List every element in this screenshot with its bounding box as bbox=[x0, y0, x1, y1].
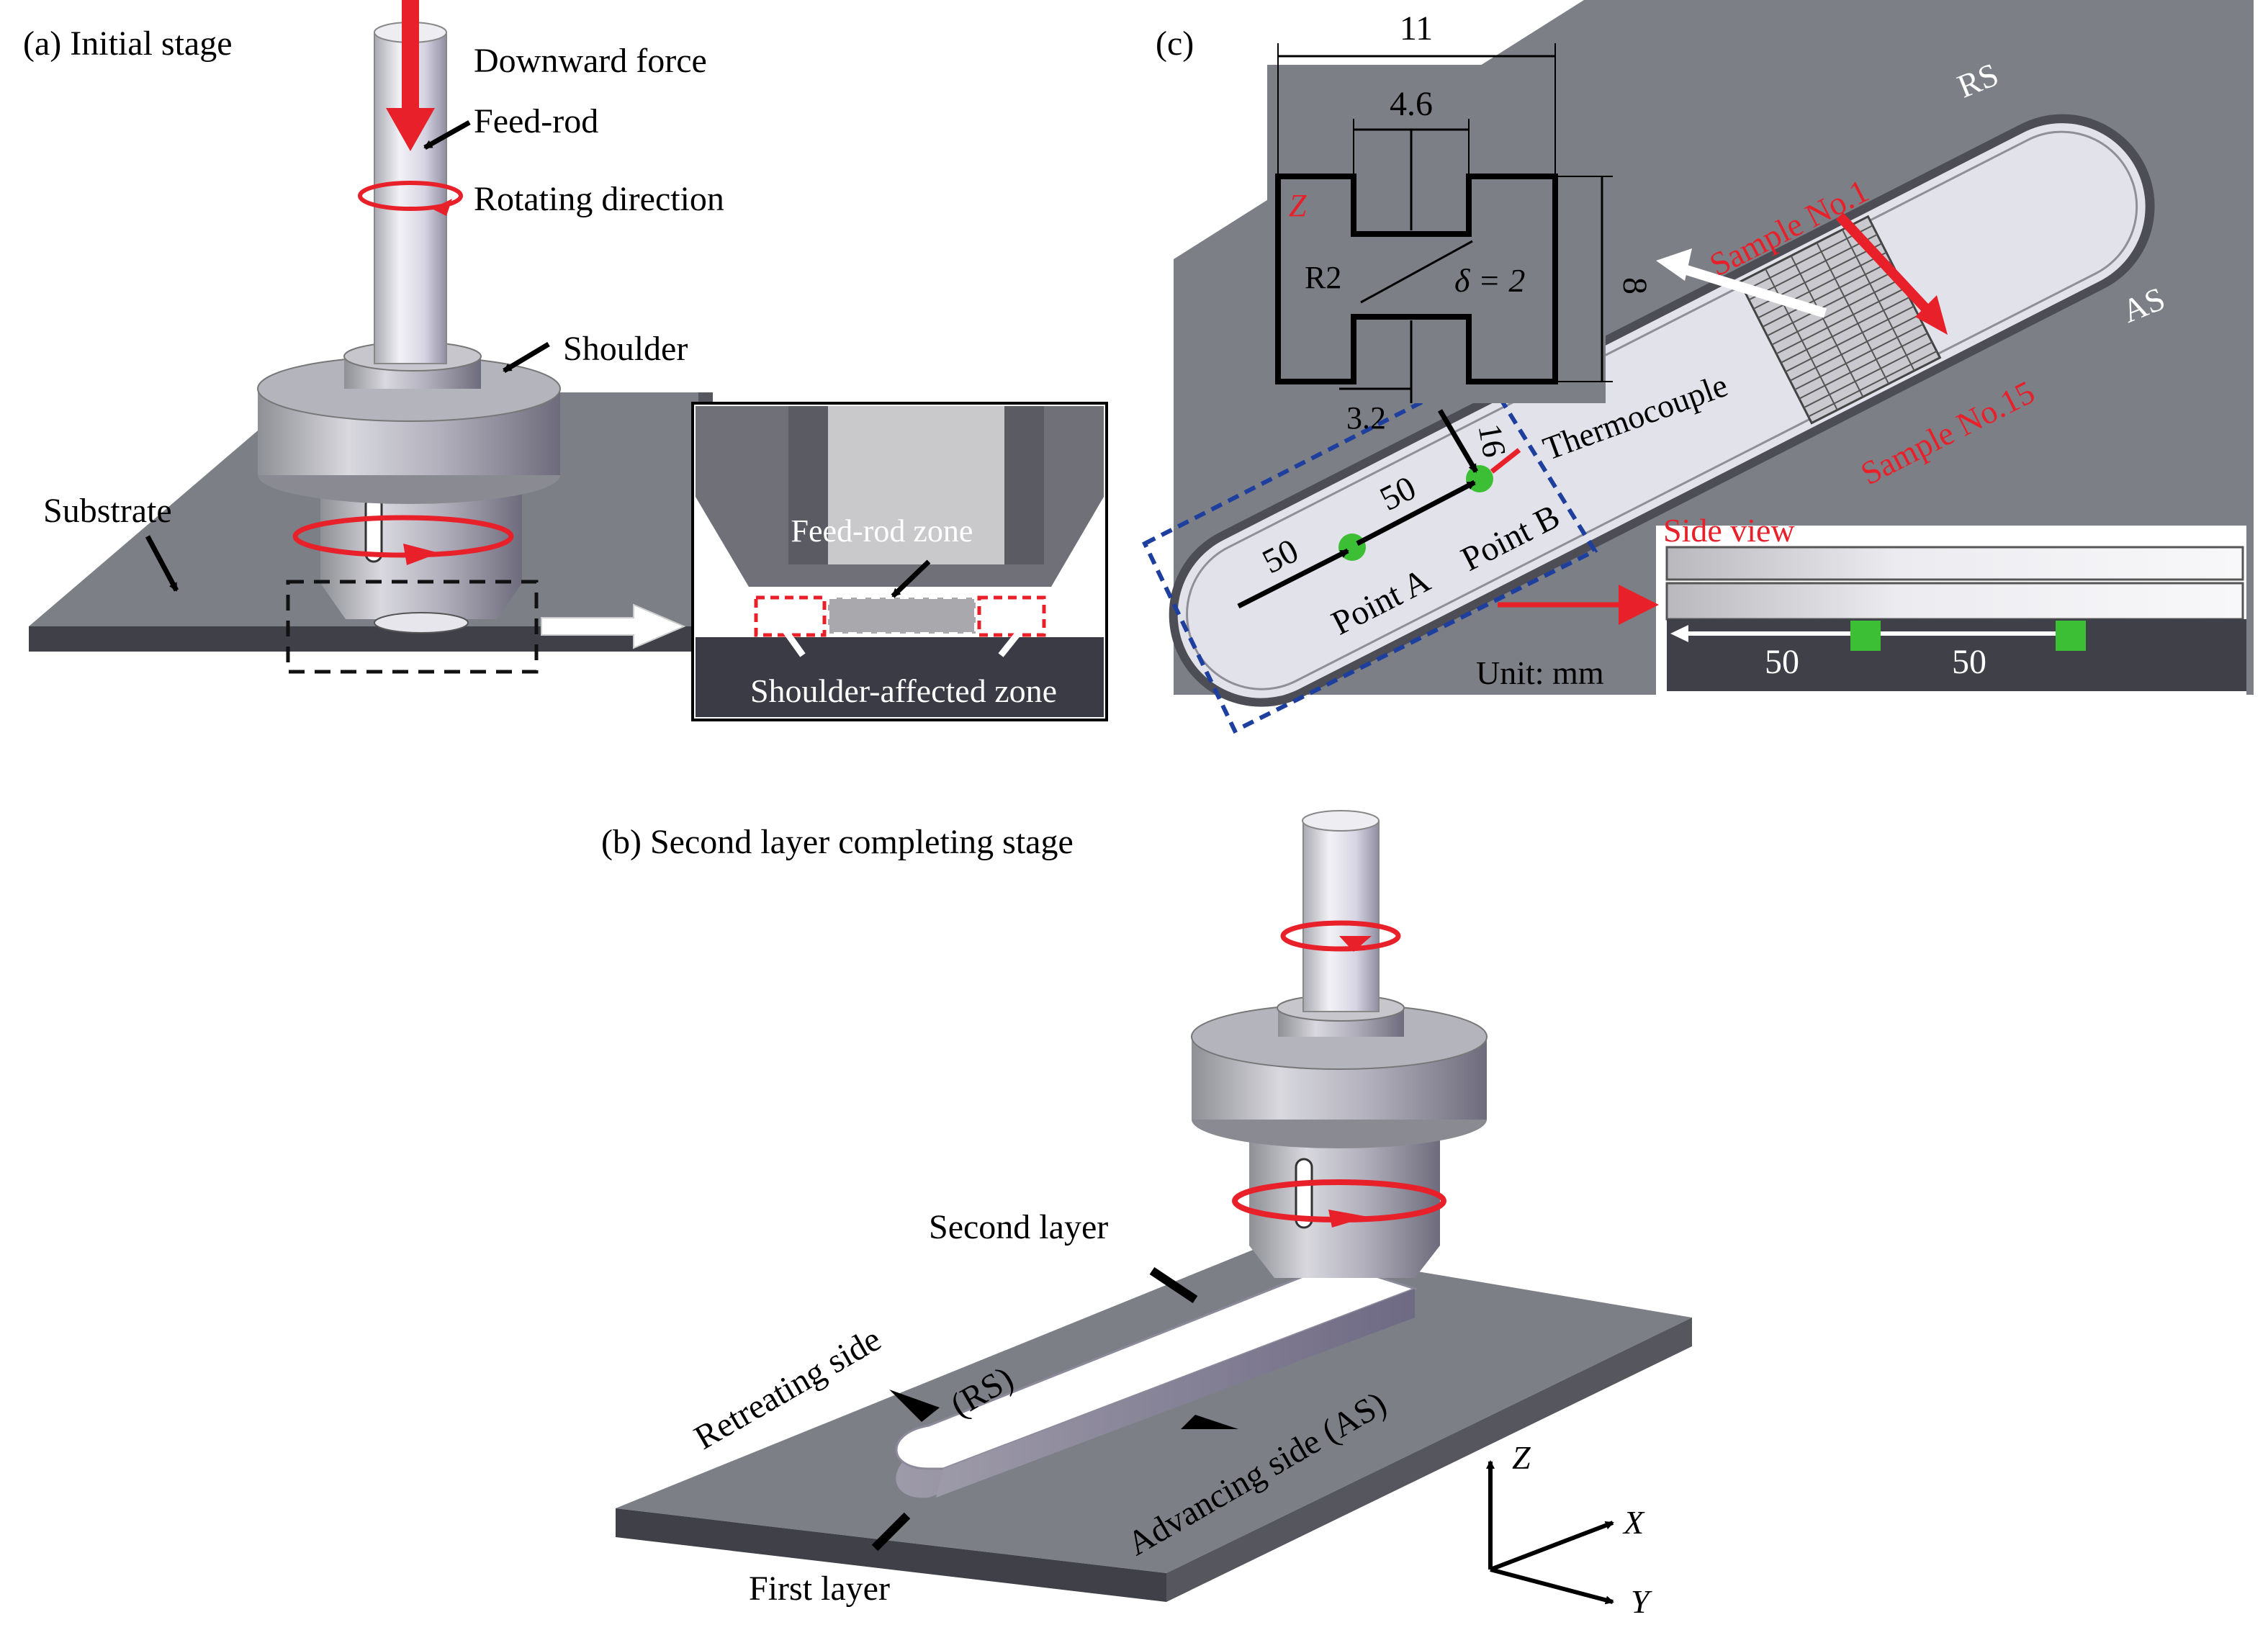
dim-offset: 16 bbox=[1472, 421, 1513, 460]
rod-rotation-arrowhead bbox=[432, 199, 452, 216]
pointer-shoulder bbox=[503, 341, 550, 374]
b-feed-rod bbox=[1302, 820, 1380, 1012]
panel-c-title: (c) bbox=[1156, 24, 1194, 63]
pointer-feed-rod bbox=[423, 120, 471, 150]
side-point-b-marker bbox=[2056, 621, 2086, 651]
inset-substrate bbox=[696, 637, 1104, 717]
side-view-substrate bbox=[1667, 619, 2246, 691]
side-dim-b-label: 50 bbox=[1952, 643, 1986, 681]
inset-shoulder-zone-left bbox=[754, 595, 827, 637]
point-b-marker bbox=[1466, 465, 1493, 492]
pointer-shoulder-zone-left bbox=[782, 628, 806, 657]
panel-c: (c) bbox=[1142, 0, 2254, 734]
b-feed-rod-top bbox=[1302, 810, 1380, 832]
label-shoulder-affected-zone: Shoulder-affected zone bbox=[750, 672, 1057, 709]
label-second-layer: Second layer bbox=[929, 1208, 1108, 1246]
sample-direction-arrow bbox=[1835, 212, 1941, 324]
inset-shoulder-zone-right bbox=[977, 595, 1046, 637]
dim-height: 8 bbox=[1616, 277, 1654, 294]
inset-rod-shadow-right bbox=[1004, 406, 1044, 564]
b-rod-rotation-icon bbox=[1280, 920, 1401, 952]
b-tip-cone bbox=[1249, 1246, 1440, 1278]
pointer-substrate bbox=[145, 535, 179, 592]
downward-force-arrow bbox=[386, 0, 435, 151]
panel-b-substrate-right bbox=[1166, 1318, 1692, 1602]
inset-feed-rod-zone bbox=[827, 596, 977, 635]
pointer-as bbox=[1181, 1415, 1238, 1429]
substrate-plate-front bbox=[29, 626, 698, 652]
zoom-region-box bbox=[286, 580, 539, 674]
point-a-marker bbox=[1338, 533, 1366, 561]
dim-radius-leader bbox=[1360, 240, 1473, 304]
label-shoulder: Shoulder bbox=[563, 330, 688, 368]
sample-slices bbox=[1744, 225, 1938, 418]
axes-icon: Z X Y bbox=[1486, 1439, 1652, 1620]
b-sleeve-slot bbox=[1295, 1158, 1313, 1229]
dim-line-offset bbox=[1437, 409, 1479, 473]
label-feed-rod-zone: Feed-rod zone bbox=[791, 513, 973, 549]
tool-tip-cone bbox=[320, 583, 522, 619]
dim-thickness: δ = 2 bbox=[1454, 262, 1525, 299]
sleeve-rotation-icon bbox=[292, 515, 514, 558]
pointer-rs bbox=[889, 1390, 940, 1422]
label-first-layer: First layer bbox=[749, 1570, 890, 1608]
track-inner bbox=[1177, 123, 2146, 698]
dim-width: 11 bbox=[1400, 9, 1433, 48]
panel-a: (a) Initial stage Downward force Feed-ro… bbox=[23, 0, 1108, 721]
side-dim-a-arrowhead bbox=[1670, 625, 1688, 642]
pointer-second-layer bbox=[1149, 1267, 1198, 1303]
axis-y-label: Y bbox=[1631, 1583, 1652, 1620]
dim-z: Z bbox=[1289, 188, 1307, 223]
inset-rod-shadow bbox=[788, 406, 828, 564]
dim-radius: R2 bbox=[1305, 260, 1341, 295]
panel-b: (b) Second layer completing stage Second… bbox=[601, 810, 1692, 1620]
axis-x bbox=[1489, 1521, 1614, 1572]
sample-columns bbox=[1765, 229, 1915, 410]
layer-side-wall bbox=[936, 1289, 1415, 1498]
side-view-layer-top bbox=[1665, 546, 2244, 581]
pointer-first-layer bbox=[871, 1512, 911, 1552]
axis-x-label: X bbox=[1622, 1504, 1645, 1541]
zoom-inset: Feed-rod zone Shoulder-affected zone bbox=[691, 402, 1108, 721]
b-rod-rotation-arrowhead bbox=[1339, 936, 1372, 952]
dim-line-b bbox=[1356, 479, 1476, 546]
thermocouple-pointer bbox=[1490, 448, 1521, 474]
pointer-shoulder-zone-right bbox=[998, 628, 1024, 657]
label-substrate: Substrate bbox=[43, 492, 172, 530]
pointer-feed-rod-zone bbox=[891, 559, 931, 598]
sleeve-rotation-arrowhead bbox=[403, 544, 439, 565]
cross-section-arrowhead bbox=[1656, 248, 1692, 281]
label-unit: Unit: mm bbox=[1476, 654, 1604, 691]
panel-b-substrate-front bbox=[616, 1508, 1166, 1602]
axis-z-label: Z bbox=[1512, 1439, 1531, 1476]
rod-rotation-icon bbox=[358, 181, 463, 211]
label-feed-rod: Feed-rod bbox=[474, 102, 598, 140]
axis-y bbox=[1490, 1567, 1614, 1605]
inset-feed-rod bbox=[828, 406, 1004, 564]
label-rotating-direction: Rotating direction bbox=[474, 180, 724, 218]
second-layer bbox=[895, 1262, 1418, 1470]
cross-section-arrow bbox=[1668, 260, 1827, 318]
side-view: Side view 50 50 bbox=[1498, 512, 2246, 695]
thermocouple-region-box bbox=[1142, 368, 1598, 734]
dim-bottom: 3.2 bbox=[1346, 400, 1386, 436]
zoom-arrow bbox=[541, 603, 686, 649]
label-side-view: Side view bbox=[1663, 512, 1795, 549]
cross-section: 11 4.6 R2 δ = 2 8 3.2 Z bbox=[1267, 9, 1654, 436]
dim-line-a bbox=[1237, 548, 1349, 609]
b-sleeve-rotation-arrowhead bbox=[1328, 1210, 1368, 1228]
dim-neck: 4.6 bbox=[1390, 85, 1433, 123]
tool-tip-end bbox=[374, 612, 469, 634]
panel-b-title: (b) Second layer completing stage bbox=[601, 823, 1074, 861]
label-downward-force: Downward force bbox=[474, 42, 707, 80]
panel-a-title: (a) Initial stage bbox=[23, 24, 233, 63]
side-view-layer-bottom bbox=[1665, 582, 2244, 621]
side-point-a-marker bbox=[1850, 621, 1881, 651]
side-dim-a-label: 50 bbox=[1765, 643, 1799, 681]
sample-direction-arrowhead bbox=[1915, 295, 1948, 335]
